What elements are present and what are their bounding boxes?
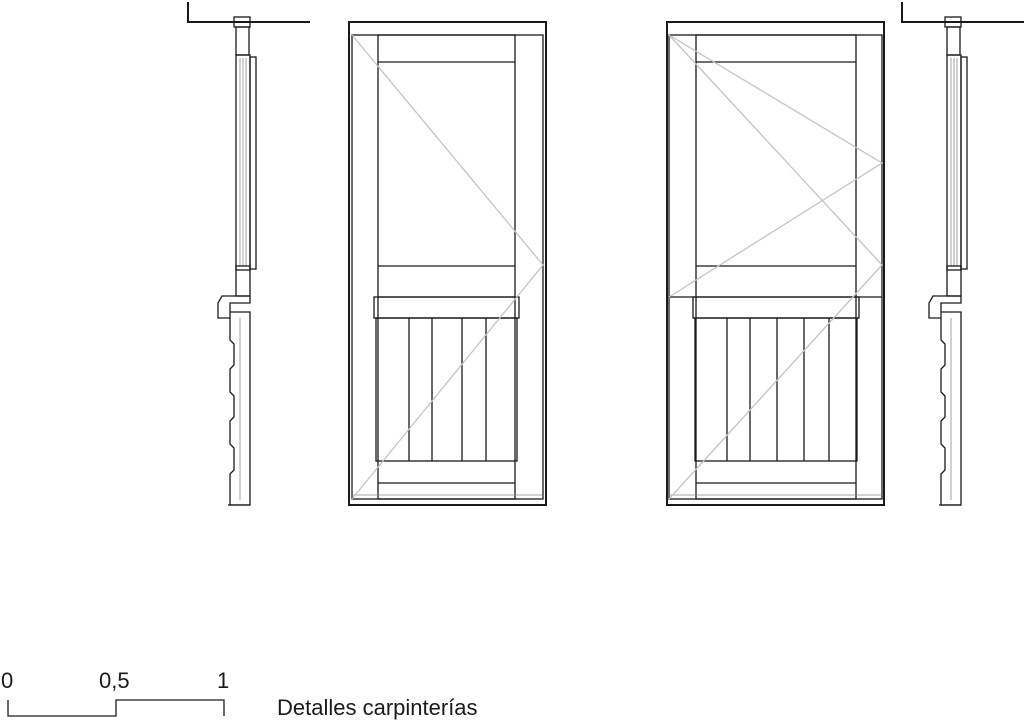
scale-label-0: 0 (1, 668, 14, 693)
section-detail-right (901, 2, 1024, 506)
drawing-title: Detalles carpinterías (277, 695, 478, 720)
door-elevation-right (666, 21, 885, 506)
scale-label-1: 1 (217, 668, 230, 693)
section-detail-left (187, 2, 310, 506)
door-elevation-left (348, 21, 547, 506)
scale-bar (7, 699, 225, 717)
scale-label-half: 0,5 (99, 668, 130, 693)
